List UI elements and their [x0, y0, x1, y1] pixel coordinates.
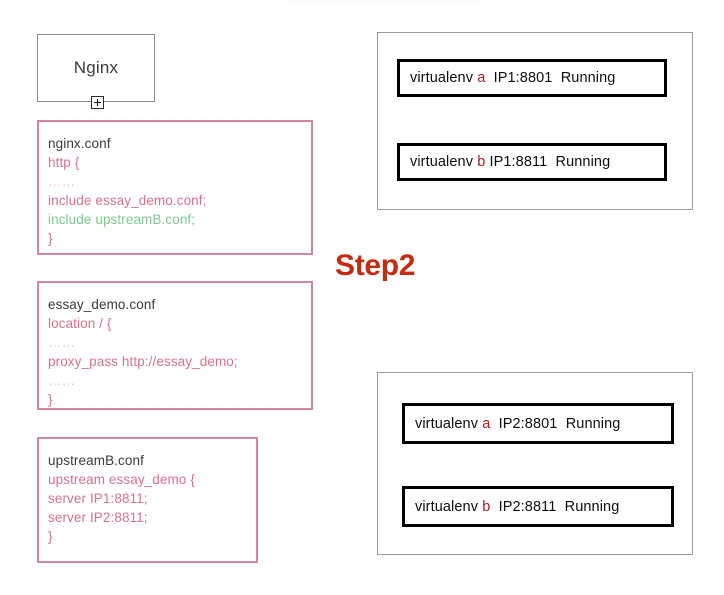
config-line: include essay_demo.conf; [48, 193, 207, 208]
virtualenv-status: Running [556, 498, 620, 515]
virtualenv-box[interactable]: virtualenv b IP2:8811 Running [402, 486, 674, 527]
virtualenv-prefix: virtualenv [410, 70, 478, 86]
virtualenv-address: IP2:8811 [490, 498, 557, 515]
virtualenv-status: Running [557, 415, 621, 432]
virtualenv-status: Running [547, 154, 611, 170]
config-line: server IP2:8811; [48, 510, 148, 525]
top-edge-artifact [286, 0, 486, 5]
virtualenv-box[interactable]: virtualenv a IP2:8801 Running [402, 403, 674, 444]
config-line: } [48, 529, 53, 544]
virtualenv-prefix: virtualenv [415, 498, 483, 515]
step-label: Step2 [335, 249, 416, 282]
virtualenv-letter: b [477, 154, 486, 170]
virtualenv-letter: a [482, 415, 491, 432]
config-line: proxy_pass http://essay_demo; [48, 354, 238, 369]
config-title: upstreamB.conf [48, 453, 144, 468]
virtualenv-prefix: virtualenv [410, 154, 478, 170]
config-line-highlighted: include upstreamB.conf; [48, 212, 196, 227]
nginx-node-label: Nginx [73, 58, 119, 77]
virtualenv-address: IP2:8801 [490, 415, 558, 432]
server-panel-ip1: virtualenv a IP1:8801 Running virtualenv… [377, 32, 693, 210]
config-card-essay-demo-conf[interactable]: essay_demo.conf location / { …… proxy_pa… [37, 281, 313, 410]
virtualenv-box[interactable]: virtualenv a IP1:8801 Running [397, 59, 667, 97]
config-line-ellipsis: …… [48, 174, 76, 189]
nginx-node[interactable]: Nginx [37, 34, 155, 102]
server-panel-ip2: virtualenv a IP2:8801 Running virtualenv… [377, 372, 693, 555]
plus-icon[interactable] [91, 96, 104, 109]
config-title: essay_demo.conf [48, 297, 156, 312]
config-card-upstreamb-conf[interactable]: upstreamB.conf upstream essay_demo { ser… [37, 437, 258, 563]
config-line: location / { [48, 316, 112, 331]
virtualenv-letter: a [477, 70, 486, 86]
config-line: upstream essay_demo { [48, 472, 195, 487]
config-line: server IP1:8811; [48, 491, 148, 506]
virtualenv-box[interactable]: virtualenv b IP1:8811 Running [397, 143, 667, 181]
config-title: nginx.conf [48, 136, 111, 151]
virtualenv-status: Running [552, 70, 616, 86]
config-line: } [48, 231, 53, 246]
virtualenv-address: IP1:8811 [485, 154, 548, 170]
config-line: } [48, 392, 53, 407]
virtualenv-address: IP1:8801 [485, 70, 553, 86]
config-line-ellipsis: …… [48, 335, 76, 350]
config-line-ellipsis: …… [48, 373, 76, 388]
virtualenv-prefix: virtualenv [415, 415, 483, 432]
config-card-nginx-conf[interactable]: nginx.conf http { …… include essay_demo.… [37, 120, 313, 255]
config-line: http { [48, 155, 80, 170]
virtualenv-letter: b [482, 498, 491, 515]
